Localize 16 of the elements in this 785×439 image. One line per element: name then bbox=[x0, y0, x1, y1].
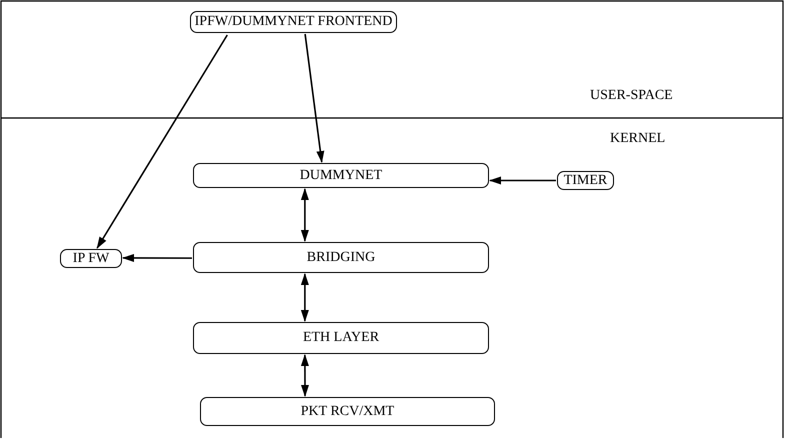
arrow bbox=[300, 188, 309, 242]
arrow bbox=[300, 354, 309, 397]
arrow bbox=[122, 254, 192, 262]
region-label: USER-SPACE bbox=[590, 88, 673, 104]
arrow bbox=[489, 176, 556, 184]
process-box: PKT RCV/XMT bbox=[200, 397, 495, 426]
arrow bbox=[304, 34, 324, 163]
region-label: KERNEL bbox=[610, 131, 666, 147]
process-box: IPFW/DUMMYNET FRONTEND bbox=[190, 11, 397, 33]
arrow bbox=[300, 273, 309, 322]
process-box: TIMER bbox=[557, 171, 614, 190]
process-box: IP FW bbox=[60, 249, 122, 268]
arrow bbox=[96, 34, 228, 249]
process-box: DUMMYNET bbox=[193, 163, 489, 188]
process-box: BRIDGING bbox=[193, 242, 489, 273]
process-box: ETH LAYER bbox=[193, 322, 489, 354]
